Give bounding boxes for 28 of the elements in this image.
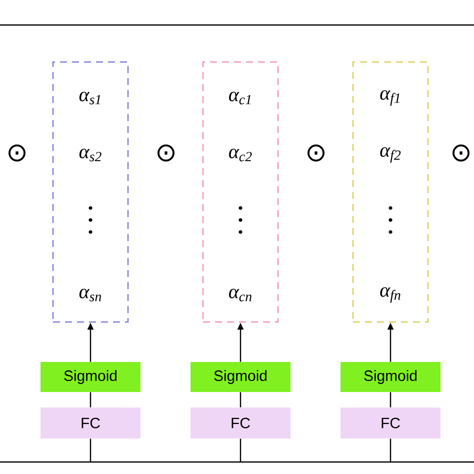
connector-line <box>390 438 392 462</box>
weight-box <box>52 61 129 323</box>
connector-line <box>90 392 92 408</box>
sigmoid-box: Sigmoid <box>190 362 290 392</box>
weight-symbol: α$_{s1}$ <box>79 92 100 104</box>
sigmoid-box: Sigmoid <box>340 362 440 392</box>
weight-symbol: α$_{sn}$ <box>79 288 102 302</box>
weight-symbol: α$_{f2}$ <box>380 147 401 163</box>
fc-box: FC <box>340 408 440 438</box>
weight-symbol: α$_{fn}$ <box>380 287 400 303</box>
weight-symbol: α$_{cn}$ <box>229 288 252 302</box>
fc-box: FC <box>40 408 140 438</box>
connector-line <box>390 392 392 408</box>
weight-symbol: α$_{c2}$ <box>229 148 252 162</box>
fc-box: FC <box>190 408 290 438</box>
weight-symbol: α$_{f1}$ <box>380 90 400 106</box>
connector-line <box>240 392 242 408</box>
multiply-symbol: ⊙ <box>308 144 324 162</box>
connector-line <box>90 438 92 462</box>
multiply-symbol: ⊙ <box>158 144 174 162</box>
multiply-symbol: ⊙ <box>452 144 470 162</box>
weight-box <box>202 61 279 323</box>
weight-box <box>352 61 429 323</box>
weight-symbol: α$_{c1}$ <box>229 92 251 104</box>
connector-line <box>240 438 242 462</box>
multiply-symbol: ⊙ <box>8 144 26 162</box>
weight-symbol: α$_{s2}$ <box>79 148 102 162</box>
sigmoid-box: Sigmoid <box>40 362 140 392</box>
